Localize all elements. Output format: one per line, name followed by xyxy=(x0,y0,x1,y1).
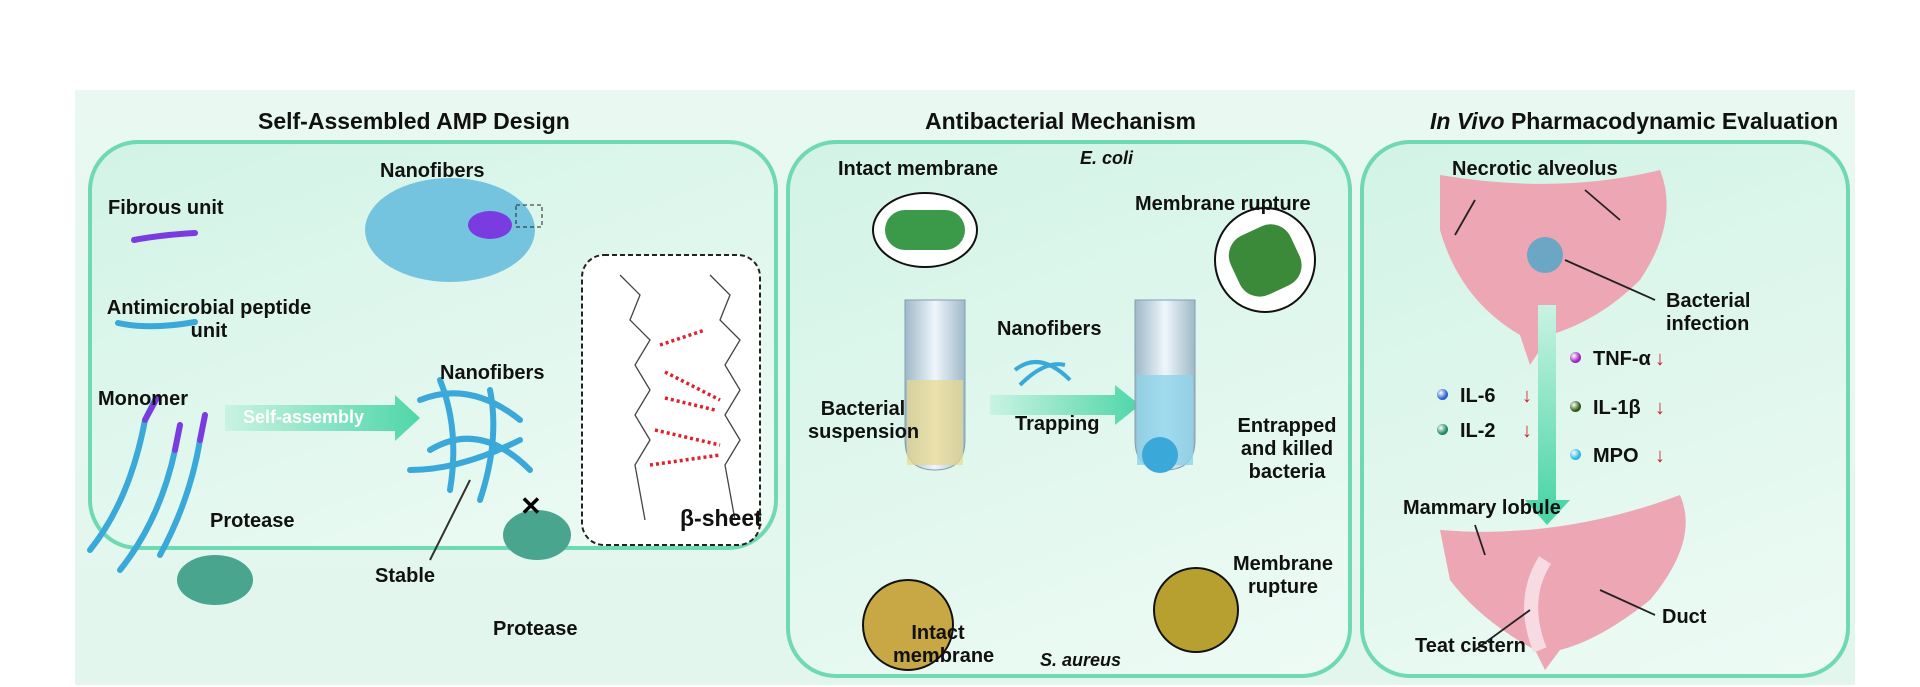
nanofibers-small-icon xyxy=(1013,360,1072,387)
label-beta-sheet: β-sheet xyxy=(680,505,762,531)
title-rest: Pharmacodynamic Evaluation xyxy=(1510,108,1839,134)
label-self-assembly: Self-assembly xyxy=(243,407,365,427)
label-membrane-rupture-top: Membrane rupture xyxy=(1135,193,1311,215)
nanofiber-brush-icon xyxy=(365,178,535,282)
label-amp-unit: Antimicrobial peptide unit xyxy=(106,297,312,342)
marker-dot-icon xyxy=(1570,352,1581,363)
panel-title-mechanism: Antibacterial Mechanism xyxy=(925,108,1196,134)
s-aureus-intact-icon xyxy=(862,579,954,671)
label-nanofibers-mechanism: Nanofibers xyxy=(997,318,1102,340)
label-protease-left: Protease xyxy=(210,510,295,532)
stable-pointer xyxy=(429,479,471,561)
label-s-aureus: S. aureus xyxy=(1040,650,1122,670)
marker-label: MPO xyxy=(1593,445,1639,467)
self-assembly-arrow xyxy=(225,395,420,441)
marker-tnf-: TNF-α↓ xyxy=(1570,348,1665,371)
monomer-icon xyxy=(87,397,203,573)
title-italic: In Vivo xyxy=(1430,108,1505,134)
decrease-arrow-icon: ↓ xyxy=(1522,385,1532,407)
label-stable: Stable xyxy=(375,565,436,587)
marker-il-6: IL-6 ↓ xyxy=(1437,385,1532,408)
label-nanofibers-top: Nanofibers xyxy=(380,160,485,182)
label-trapping: Trapping xyxy=(1015,413,1100,435)
label-duct: Duct xyxy=(1662,606,1707,628)
marker-label: IL-1β xyxy=(1593,397,1641,419)
label-intact-membrane-bottom: Intact membrane xyxy=(893,622,995,667)
e-coli-intact-icon xyxy=(885,210,965,250)
protease-icon xyxy=(503,510,571,560)
protease-icon xyxy=(177,555,253,605)
e-coli-ruptured-icon xyxy=(1228,224,1302,297)
marker-dot-icon xyxy=(1570,401,1581,412)
healthy-mammary-gland-icon xyxy=(1440,495,1686,670)
amp-unit-icon xyxy=(115,319,198,330)
trapping-arrow xyxy=(990,385,1140,425)
blocked-cross-icon: ✕ xyxy=(520,491,542,521)
panel-title-design: Self-Assembled AMP Design xyxy=(258,108,570,134)
label-e-coli: E. coli xyxy=(1080,148,1134,168)
marker-dot-icon xyxy=(1437,389,1448,400)
fibrous-unit-icon xyxy=(131,230,198,243)
decrease-arrow-icon: ↓ xyxy=(1655,397,1665,419)
marker-dot-icon xyxy=(1570,449,1581,460)
label-membrane-rupture-bottom: Membrane rupture xyxy=(1232,553,1334,598)
label-nanofibers-mid: Nanofibers xyxy=(440,362,545,384)
marker-label: IL-6 xyxy=(1460,385,1496,407)
treatment-arrow xyxy=(1538,305,1556,505)
marker-il-2: IL-2 ↓ xyxy=(1437,420,1532,443)
label-teat-cistern: Teat cistern xyxy=(1415,635,1526,657)
label-necrotic-alveolus: Necrotic alveolus xyxy=(1452,158,1618,180)
marker-mpo: MPO ↓ xyxy=(1570,445,1665,468)
label-mammary-lobule: Mammary lobule xyxy=(1403,497,1561,519)
label-bacterial-suspension: Bacterial suspension xyxy=(808,398,920,443)
marker-il-1-: IL-1β ↓ xyxy=(1570,397,1665,420)
label-entrapped-killed: Entrapped and killed bacteria xyxy=(1237,415,1337,483)
decrease-arrow-icon: ↓ xyxy=(1655,445,1665,467)
marker-label: TNF-α xyxy=(1593,348,1651,370)
decrease-arrow-icon: ↓ xyxy=(1655,348,1665,370)
label-monomer: Monomer xyxy=(98,388,188,410)
s-aureus-ruptured-icon xyxy=(1153,567,1239,653)
decrease-arrow-icon: ↓ xyxy=(1522,420,1532,442)
hydrogen-bonds xyxy=(649,328,721,467)
panel-title-invivo: In Vivo Pharmacodynamic Evaluation xyxy=(1430,108,1838,135)
label-intact-membrane-top: Intact membrane xyxy=(838,158,999,180)
label-bacterial-infection: Bacterial infection xyxy=(1666,290,1751,335)
marker-label: IL-2 xyxy=(1460,420,1496,442)
label-fibrous-unit: Fibrous unit xyxy=(108,197,224,219)
label-protease-bottom: Protease xyxy=(493,618,578,640)
marker-dot-icon xyxy=(1437,424,1448,435)
nanofiber-network-icon xyxy=(407,377,533,503)
